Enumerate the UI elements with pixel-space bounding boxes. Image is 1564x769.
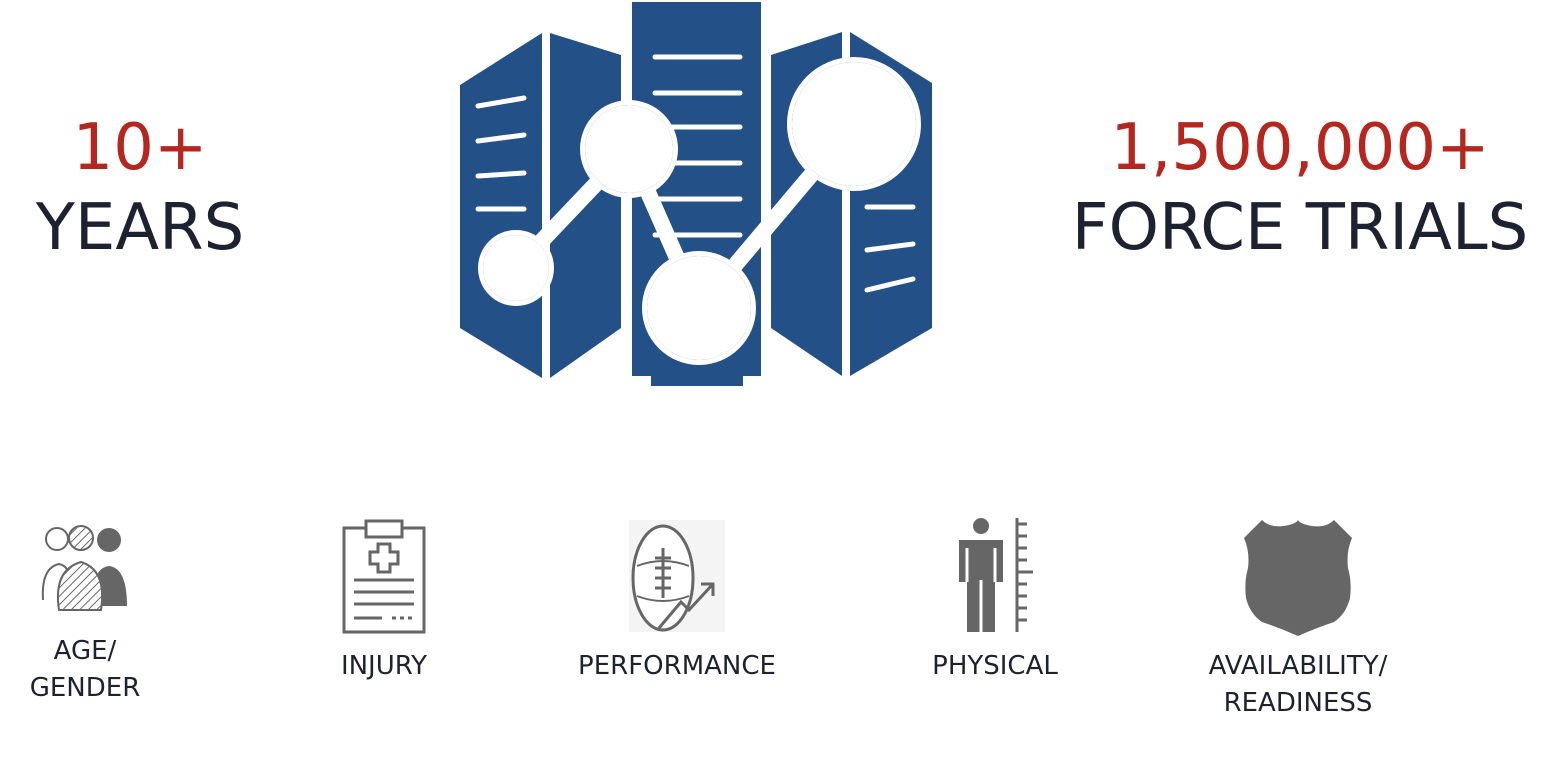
stat-force-trials: 1,500,000+ FORCE TRIALS bbox=[1070, 116, 1530, 260]
years-number: 10+ bbox=[72, 111, 208, 185]
years-label: YEARS bbox=[35, 191, 245, 265]
badge-shield-icon bbox=[1244, 520, 1352, 636]
category-availability-readiness: AVAILABILITY/ READINESS bbox=[1168, 518, 1428, 722]
category-performance: PERFORMANCE bbox=[562, 518, 792, 685]
database-network-icon bbox=[460, 2, 932, 386]
person-height-icon bbox=[959, 518, 1033, 632]
category-age-gender: AGE/ GENDER bbox=[0, 518, 170, 707]
category-label: PHYSICAL bbox=[932, 651, 1058, 681]
people-icon bbox=[41, 525, 127, 611]
football-trend-icon bbox=[629, 520, 725, 632]
category-injury: INJURY bbox=[299, 518, 469, 685]
stat-years: 10+ YEARS bbox=[20, 116, 260, 260]
force-trials-label: FORCE TRIALS bbox=[1071, 191, 1529, 265]
category-label: AGE/ GENDER bbox=[29, 636, 141, 703]
medical-clipboard-icon bbox=[342, 519, 426, 634]
category-label: PERFORMANCE bbox=[578, 651, 776, 681]
force-trials-number: 1,500,000+ bbox=[1110, 111, 1490, 185]
category-label: INJURY bbox=[340, 651, 428, 681]
category-physical: PHYSICAL bbox=[910, 518, 1080, 685]
category-label: AVAILABILITY/ READINESS bbox=[1208, 651, 1388, 718]
